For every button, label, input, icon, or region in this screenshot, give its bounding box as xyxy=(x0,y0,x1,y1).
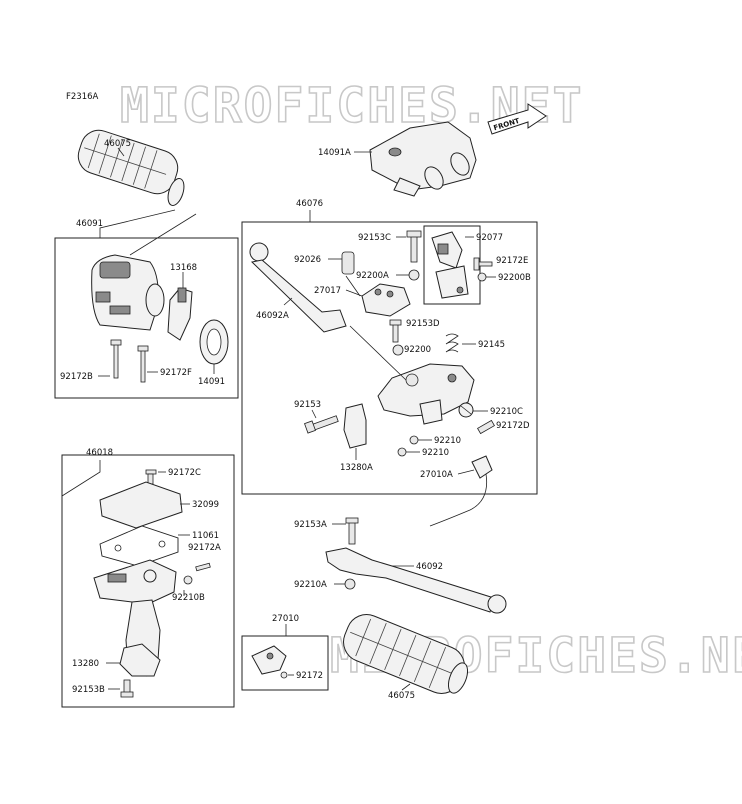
label-46018: 46018 xyxy=(86,448,113,458)
bolt-92153 xyxy=(304,415,339,434)
master-cylinder-body xyxy=(377,363,475,425)
washer-92200 xyxy=(392,344,404,356)
label-92077: 92077 xyxy=(476,233,503,243)
lever-46092 xyxy=(325,547,507,614)
screw-92172 xyxy=(280,671,288,679)
bolt-92153B xyxy=(120,679,134,698)
label-92210A: 92210A xyxy=(294,580,327,590)
label-92172: 92172 xyxy=(296,671,323,681)
nut-92210A xyxy=(344,578,356,590)
switch-27010 xyxy=(251,645,287,675)
label-92200A: 92200A xyxy=(356,271,389,281)
label-13168: 13168 xyxy=(170,263,197,273)
bolt-92153D xyxy=(389,319,402,343)
label-14091: 14091 xyxy=(198,377,225,387)
nut-92210B xyxy=(183,575,193,585)
label-92153C: 92153C xyxy=(358,233,391,243)
label-92145: 92145 xyxy=(478,340,505,350)
nut-92210-b xyxy=(397,447,407,457)
label-27017: 27017 xyxy=(314,286,341,296)
switch-27017 xyxy=(361,283,411,317)
clamp-13280 xyxy=(119,643,161,677)
label-92210C: 92210C xyxy=(490,407,523,417)
label-46092: 46092 xyxy=(416,562,443,572)
collar-14091 xyxy=(199,319,229,365)
label-92153B: 92153B xyxy=(72,685,105,695)
label-92026: 92026 xyxy=(294,255,321,265)
label-92172A: 92172A xyxy=(188,543,221,553)
label-92172B: 92172B xyxy=(60,372,93,382)
lever-46092A xyxy=(249,242,347,333)
label-46092A: 46092A xyxy=(256,311,289,321)
clamp-13280A xyxy=(343,403,367,449)
spring-92145 xyxy=(445,333,459,353)
box-46076 xyxy=(241,221,538,495)
label-46075-bottom: 46075 xyxy=(388,691,415,701)
label-92210-b: 92210 xyxy=(422,448,449,458)
label-92200B: 92200B xyxy=(498,273,531,283)
label-13280A: 13280A xyxy=(340,463,373,473)
label-32099: 32099 xyxy=(192,500,219,510)
washer-92200A xyxy=(408,269,420,281)
diagram-code: F2316A xyxy=(66,92,99,102)
bolt-92153A xyxy=(345,517,359,545)
label-11061: 11061 xyxy=(192,531,219,541)
label-27010A: 27010A xyxy=(420,470,453,480)
label-46091: 46091 xyxy=(76,219,103,229)
screw-92172D xyxy=(477,419,495,435)
label-13280: 13280 xyxy=(72,659,99,669)
label-92172C: 92172C xyxy=(168,468,201,478)
label-46075-top: 46075 xyxy=(104,139,131,149)
cover-32099 xyxy=(99,481,183,529)
label-14091A: 14091A xyxy=(318,148,351,158)
washer-92200B xyxy=(477,272,487,282)
screw-92172C xyxy=(145,469,157,485)
switch-27010A xyxy=(429,455,493,527)
label-92153D: 92153D xyxy=(406,319,440,329)
cap-92210C xyxy=(458,402,474,418)
grip-46075-top xyxy=(77,129,185,206)
box-46091 xyxy=(54,237,239,399)
grip-46075-bottom xyxy=(343,614,469,694)
collar-92026 xyxy=(341,251,355,275)
label-92200: 92200 xyxy=(404,345,431,355)
box-46018 xyxy=(61,454,235,708)
label-92210B: 92210B xyxy=(172,593,205,603)
label-92172D: 92172D xyxy=(496,421,530,431)
label-46076: 46076 xyxy=(296,199,323,209)
label-92153: 92153 xyxy=(294,400,321,410)
label-27010: 27010 xyxy=(272,614,299,624)
screw-92172E xyxy=(473,257,493,271)
label-92153A: 92153A xyxy=(294,520,327,530)
label-92172E: 92172E xyxy=(496,256,528,266)
housing-14091A xyxy=(369,121,477,197)
bolt-92153C xyxy=(406,230,422,263)
gasket-11061 xyxy=(99,525,179,567)
switch-housing-46091 xyxy=(91,254,165,331)
nut-92210-a xyxy=(409,435,419,445)
box-27010 xyxy=(241,635,329,691)
throttle-part-13168 xyxy=(167,287,193,341)
screw-92172F xyxy=(137,345,149,383)
switch-bracket-92077 xyxy=(431,231,469,299)
screw-92172A xyxy=(195,562,211,572)
label-92210-a: 92210 xyxy=(434,436,461,446)
screw-92172B xyxy=(110,339,122,379)
label-92172F: 92172F xyxy=(160,368,192,378)
